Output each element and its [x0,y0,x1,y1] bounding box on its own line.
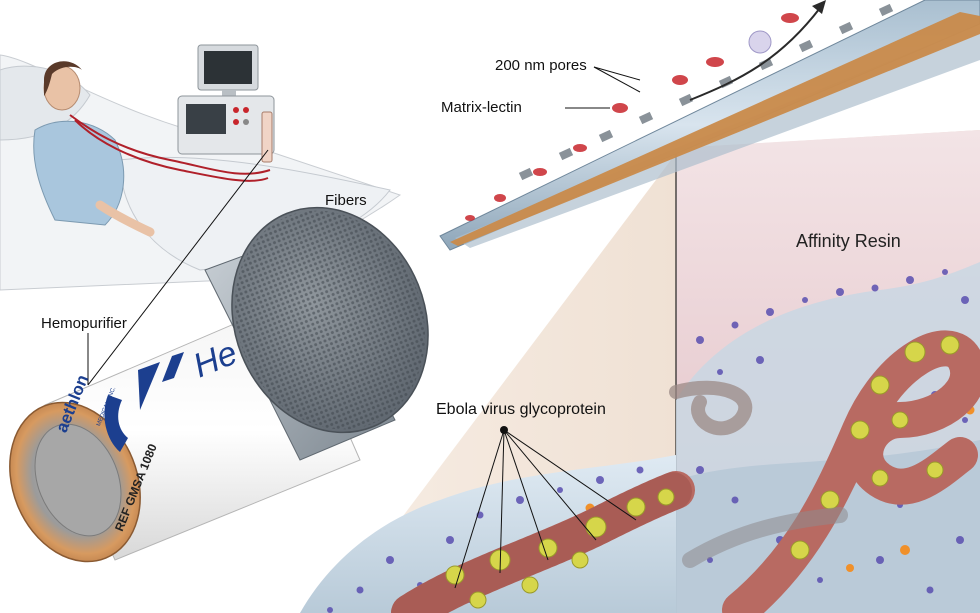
leader-hemopurifier-machine [87,149,269,386]
glycoprotein-leaders [454,429,637,589]
patient-arm [95,200,155,237]
glycoprotein-pointer-dot [500,426,508,434]
membrane-surface-left [300,455,676,613]
label-fibers: Fibers [325,192,367,209]
leader-pores-b [593,66,641,93]
fiber-magnified [439,0,980,251]
leader-pores-a [593,66,641,81]
fiber-core [450,12,980,246]
label-hemopurifier: Hemopurifier [41,315,127,332]
ebola-virus-background [669,380,753,436]
blood-line-1 [69,114,271,175]
glycoprotein-spikes-left [445,488,675,609]
label-affinity-resin: Affinity Resin [796,231,901,251]
blood-cells [465,13,799,221]
dialysis-machine [177,44,275,163]
label-pores: 200 nm pores [495,57,587,74]
white-blood-cell [748,30,772,54]
hemopurifier-cartridge [9,206,429,563]
glycoprotein-spikes-right [790,335,960,560]
blood-line-2 [74,119,269,182]
label-matrix-lectin: Matrix-lectin [441,99,522,116]
flow-arrow [689,7,821,101]
pore-segments [518,3,894,181]
label-ebola-glycoprotein: Ebola virus glycoprotein [436,401,606,418]
patient-scene [0,54,402,291]
